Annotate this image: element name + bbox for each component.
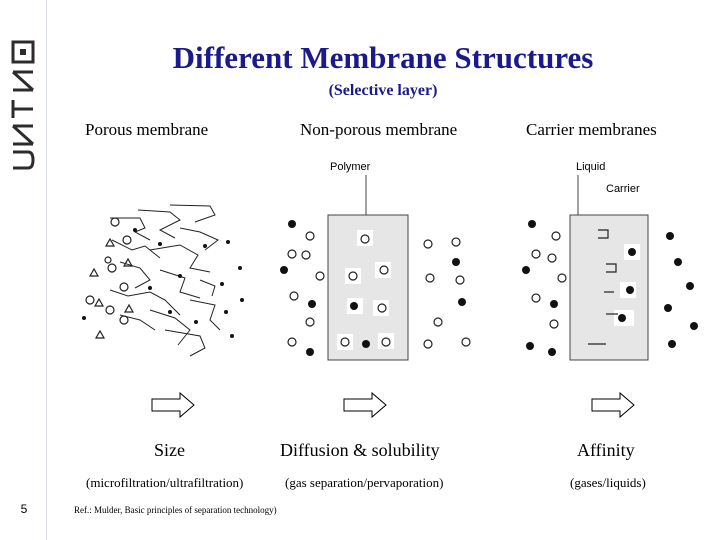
sidebar: 5 — [0, 0, 47, 540]
ntnu-logo — [11, 40, 35, 170]
slide-subtitle: (Selective layer) — [328, 82, 438, 99]
porous-membrane-diagram — [82, 204, 244, 357]
porous-membrane-heading: Porous membrane — [85, 120, 209, 139]
gases-liquids-detail: (gases/liquids) — [570, 475, 646, 490]
microfiltration-detail: (microfiltration/ultrafiltration) — [86, 475, 244, 490]
reference-note: Ref.: Mulder, Basic principles of separa… — [74, 505, 277, 515]
affinity-caption: Affinity — [577, 440, 635, 460]
carrier-membrane-diagram: Liquid Carrier — [522, 161, 698, 361]
gas-separation-detail: (gas separation/pervaporation) — [285, 475, 444, 490]
slide-title: Different Membrane Structures — [172, 40, 594, 75]
arrow-right-icon-porous — [151, 392, 195, 418]
size-caption: Size — [154, 440, 185, 460]
non-porous-membrane-heading: Non-porous membrane — [300, 120, 458, 139]
arrow-right-icon-carrier — [591, 392, 635, 418]
polymer-label: Polymer — [330, 161, 371, 173]
page-number: 5 — [20, 502, 28, 516]
diffusion-solubility-caption: Diffusion & solubility — [280, 440, 440, 460]
carrier-label: Carrier — [606, 183, 640, 195]
non-porous-membrane-diagram: Polymer — [280, 161, 471, 361]
arrow-right-icon-non-porous — [343, 392, 387, 418]
carrier-membranes-heading: Carrier membranes — [526, 120, 657, 139]
liquid-label: Liquid — [576, 161, 605, 173]
